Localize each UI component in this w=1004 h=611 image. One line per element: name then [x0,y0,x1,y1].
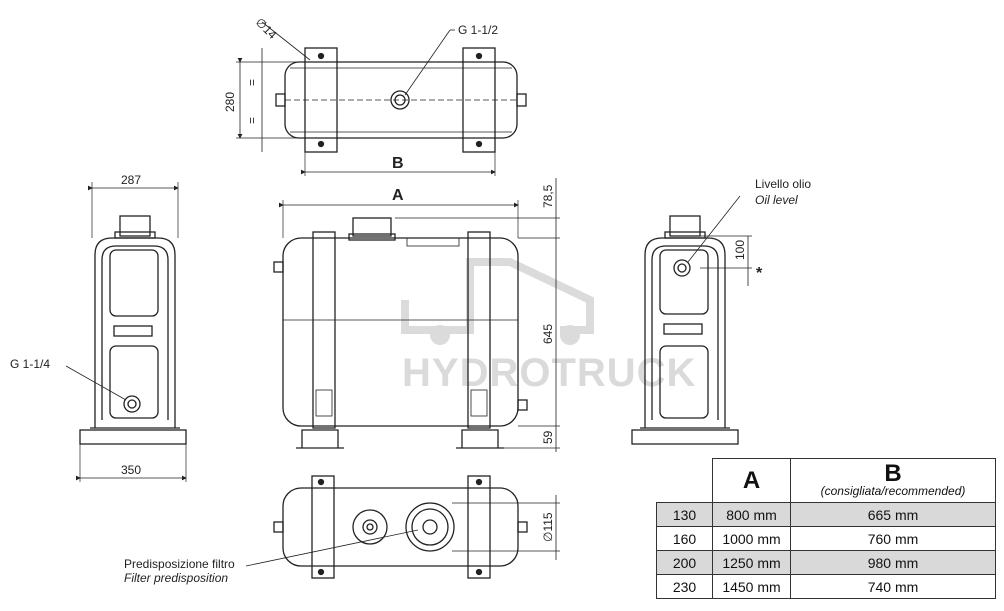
front-dim-mid: 645 [541,324,555,344]
top-eq-upper: = [245,79,259,86]
row-code: 130 [656,502,713,527]
left-width-bottom: 350 [121,463,141,477]
right-star: * [756,265,763,282]
row-b: 665 mm [790,502,996,527]
front-a-label: A [392,187,404,204]
left-port-label: G 1-1/4 [10,357,50,371]
top-port-label: G 1-1/2 [458,23,498,37]
spec-header-a: A [712,458,791,503]
spec-header-b-text: B [884,460,902,487]
row-b: 760 mm [790,526,996,551]
row-code: 230 [656,574,713,599]
top-view [236,21,527,176]
front-dim-top: 78,5 [541,184,555,208]
top-height-dim: 280 [223,92,237,112]
top-diameter-label: ∅14 [253,15,280,42]
side-view-left [65,182,187,482]
row-a: 1250 mm [712,550,791,575]
top-eq-lower: = [245,117,259,124]
table-row: 130 800 mm 665 mm [656,502,996,527]
left-width-top: 287 [121,173,141,187]
spec-header-a-text: A [742,466,761,494]
watermark-text: HYDROTRUCK [402,351,696,395]
bottom-diameter-dim: ∅115 [541,512,555,542]
watermark-truck-icon [401,258,594,345]
row-a: 1450 mm [712,574,791,599]
front-view [273,178,560,452]
right-dim-100: 100 [733,240,747,260]
row-code: 200 [656,550,713,575]
bottom-view [245,475,560,579]
row-code: 160 [656,526,713,551]
row-b: 740 mm [790,574,996,599]
filter-label-it: Predisposizione filtro [124,557,235,571]
spec-header-b: B (consigliata/recommended) [790,458,996,503]
filter-label-en: Filter predisposition [124,571,228,585]
top-b-label: B [392,155,404,172]
oil-level-it: Livello olio [755,177,811,191]
spec-table: A B (consigliata/recommended) 130 800 mm… [656,458,996,599]
spec-table-header: A B (consigliata/recommended) [656,458,996,503]
table-row: 230 1450 mm 740 mm [656,574,996,599]
table-row: 160 1000 mm 760 mm [656,526,996,551]
side-view-right [631,195,752,445]
oil-level-en: Oil level [755,193,798,207]
row-a: 800 mm [712,502,791,527]
table-row: 200 1250 mm 980 mm [656,550,996,575]
spec-header-b-subtext: (consigliata/recommended) [820,484,966,498]
row-b: 980 mm [790,550,996,575]
row-a: 1000 mm [712,526,791,551]
front-dim-bottom: 59 [541,430,555,444]
spec-header-blank [656,458,713,503]
